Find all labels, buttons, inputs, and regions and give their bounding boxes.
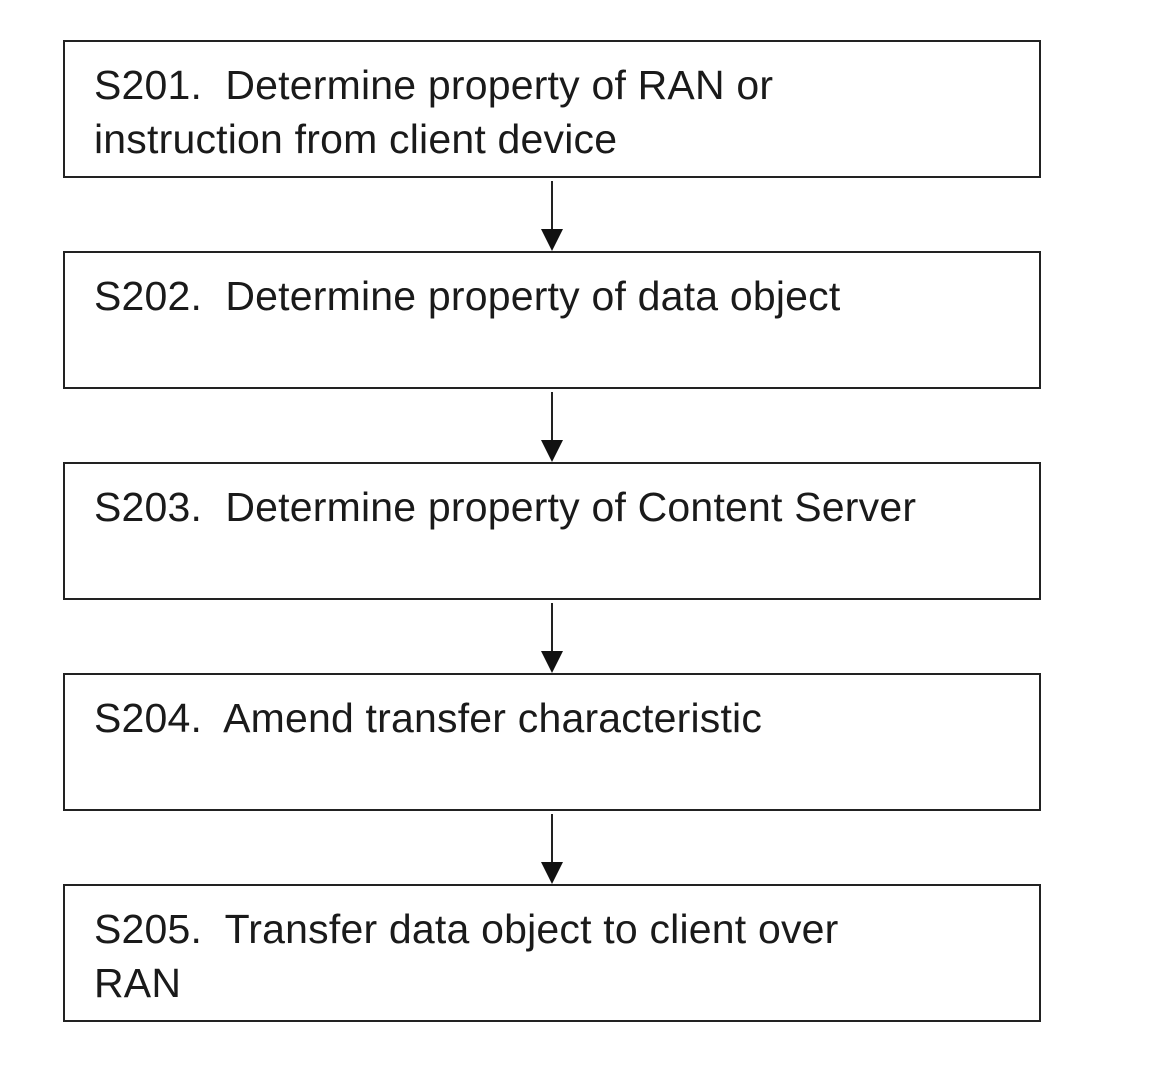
step-box-s205: S205. Transfer data object to client ove… (63, 884, 1041, 1022)
connector-s204-s205 (551, 814, 553, 864)
arrowhead-down-icon (541, 651, 563, 673)
arrowhead-down-icon (541, 229, 563, 251)
connector-s202-s203 (551, 392, 553, 442)
step-label-s201: S201. Determine property of RAN or instr… (94, 58, 1019, 166)
step-label-s204: S204. Amend transfer characteristic (94, 691, 1019, 745)
connector-s203-s204 (551, 603, 553, 653)
step-box-s203: S203. Determine property of Content Serv… (63, 462, 1041, 600)
step-label-s205: S205. Transfer data object to client ove… (94, 902, 1019, 1010)
step-label-s202: S202. Determine property of data object (94, 269, 1019, 323)
connector-s201-s202 (551, 181, 553, 231)
step-box-s202: S202. Determine property of data object (63, 251, 1041, 389)
arrowhead-down-icon (541, 862, 563, 884)
step-box-s201: S201. Determine property of RAN or instr… (63, 40, 1041, 178)
arrowhead-down-icon (541, 440, 563, 462)
step-label-s203: S203. Determine property of Content Serv… (94, 480, 1019, 534)
step-box-s204: S204. Amend transfer characteristic (63, 673, 1041, 811)
